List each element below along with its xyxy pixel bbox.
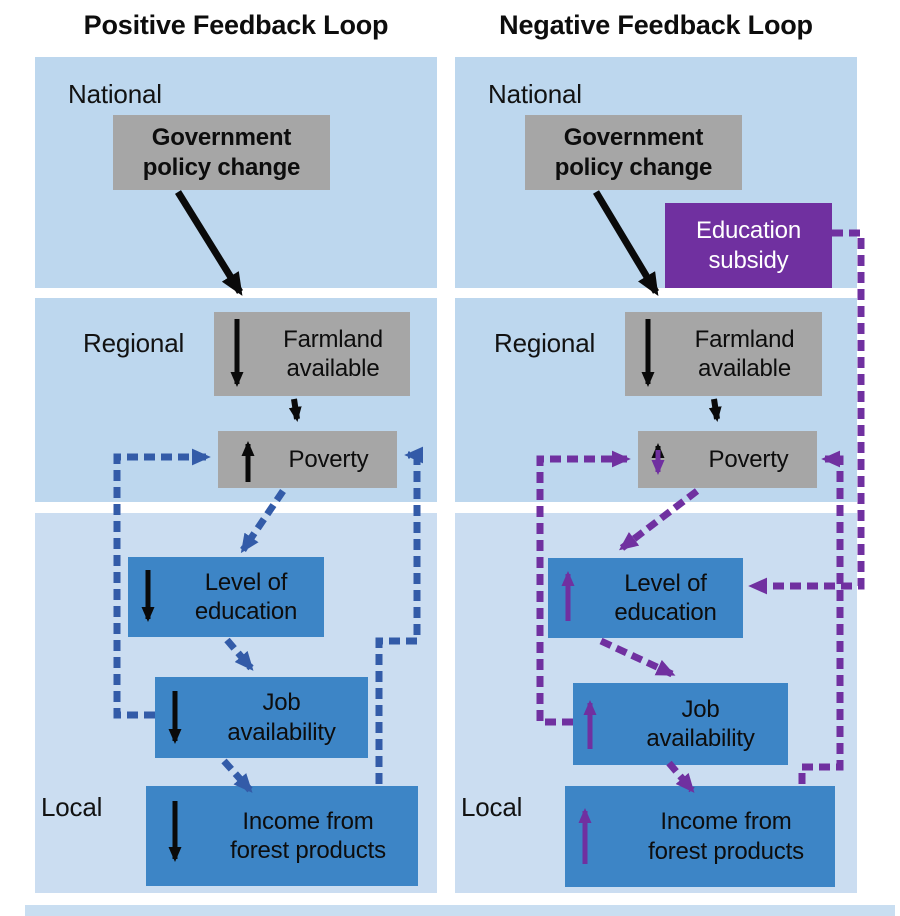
positive-farmland-box: Farmland available <box>214 312 410 396</box>
negative-loop-title: Negative Feedback Loop <box>499 10 813 40</box>
positive-income-box: Income from forest products <box>146 786 418 886</box>
negative-farmland-box: Farmland available <box>625 312 822 396</box>
positive-education-box: Level of education <box>128 557 324 637</box>
positive-national-label: National <box>68 79 162 109</box>
positive-local-label: Local <box>41 792 103 822</box>
positive-loop-title: Positive Feedback Loop <box>83 10 389 40</box>
negative-job-box: Job availability <box>573 683 788 765</box>
negative-national-label: National <box>488 79 582 109</box>
positive-policy-box: Government policy change <box>113 115 330 190</box>
negative-poverty-box: Poverty <box>638 431 817 488</box>
positive-job-box: Job availability <box>155 677 368 758</box>
negative-local-label: Local <box>461 792 523 822</box>
negative-regional-label: Regional <box>494 328 596 358</box>
negative-education-box: Level of education <box>548 558 743 638</box>
negative-income-box: Income from forest products <box>565 786 835 887</box>
positive-poverty-box: Poverty <box>218 431 397 488</box>
negative-subsidy-box: Education subsidy <box>665 203 832 288</box>
bottom-panel-edge <box>25 905 895 916</box>
negative-policy-box: Government policy change <box>525 115 742 190</box>
positive-regional-label: Regional <box>83 328 185 358</box>
